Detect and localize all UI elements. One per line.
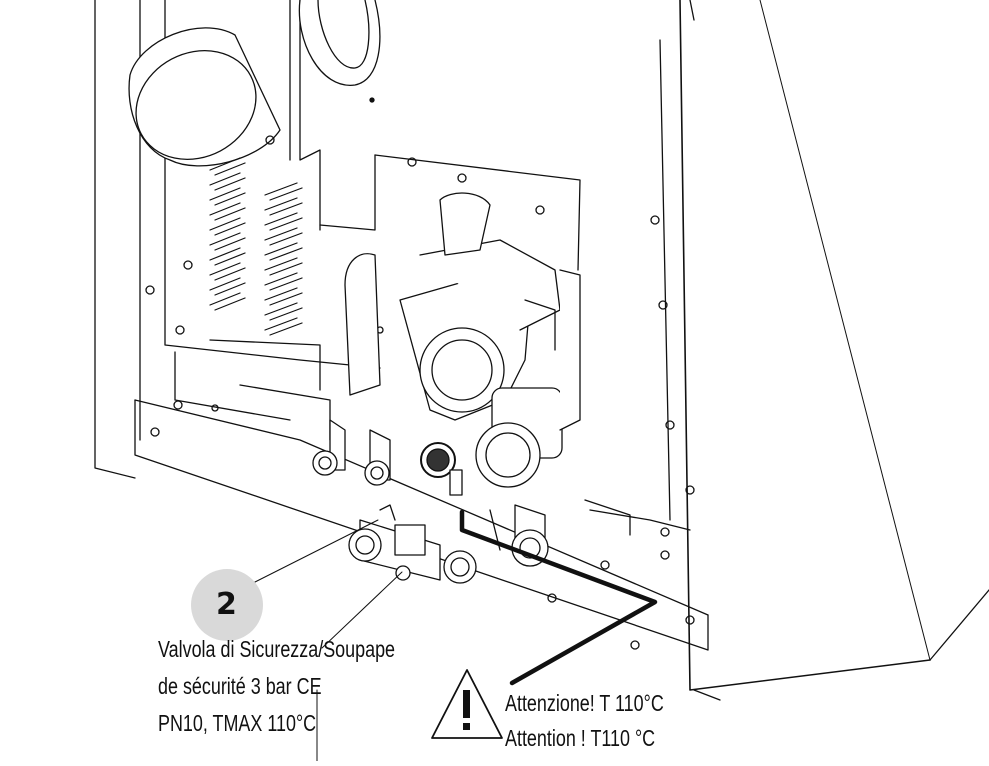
vent-slots bbox=[209, 157, 303, 336]
connection-pipes bbox=[312, 419, 631, 567]
safety-valve bbox=[348, 504, 477, 584]
screws bbox=[145, 135, 695, 650]
valve-label-line-1: Valvola di Sicurezza/Soupape bbox=[158, 636, 396, 662]
warning-text-line-2: Attention ! T110 °C bbox=[505, 725, 656, 751]
callout-number-badge bbox=[191, 569, 263, 641]
callout-number: 2 bbox=[216, 587, 237, 622]
flue-pipes bbox=[128, 0, 381, 167]
discharge-hose-line bbox=[459, 509, 658, 686]
warning-triangle-icon bbox=[431, 669, 503, 739]
valve-text-leader-line bbox=[321, 571, 403, 649]
inner-panel bbox=[164, 0, 581, 391]
callout-leader-line bbox=[254, 519, 379, 583]
pump-assembly bbox=[344, 192, 581, 488]
valve-label-line-2: de sécurité 3 bar CE bbox=[158, 673, 322, 699]
valve-label-line-3: PN10, TMAX 110°C bbox=[158, 710, 317, 736]
warning-text-line-1: Attenzione! T 110°C bbox=[505, 690, 664, 716]
